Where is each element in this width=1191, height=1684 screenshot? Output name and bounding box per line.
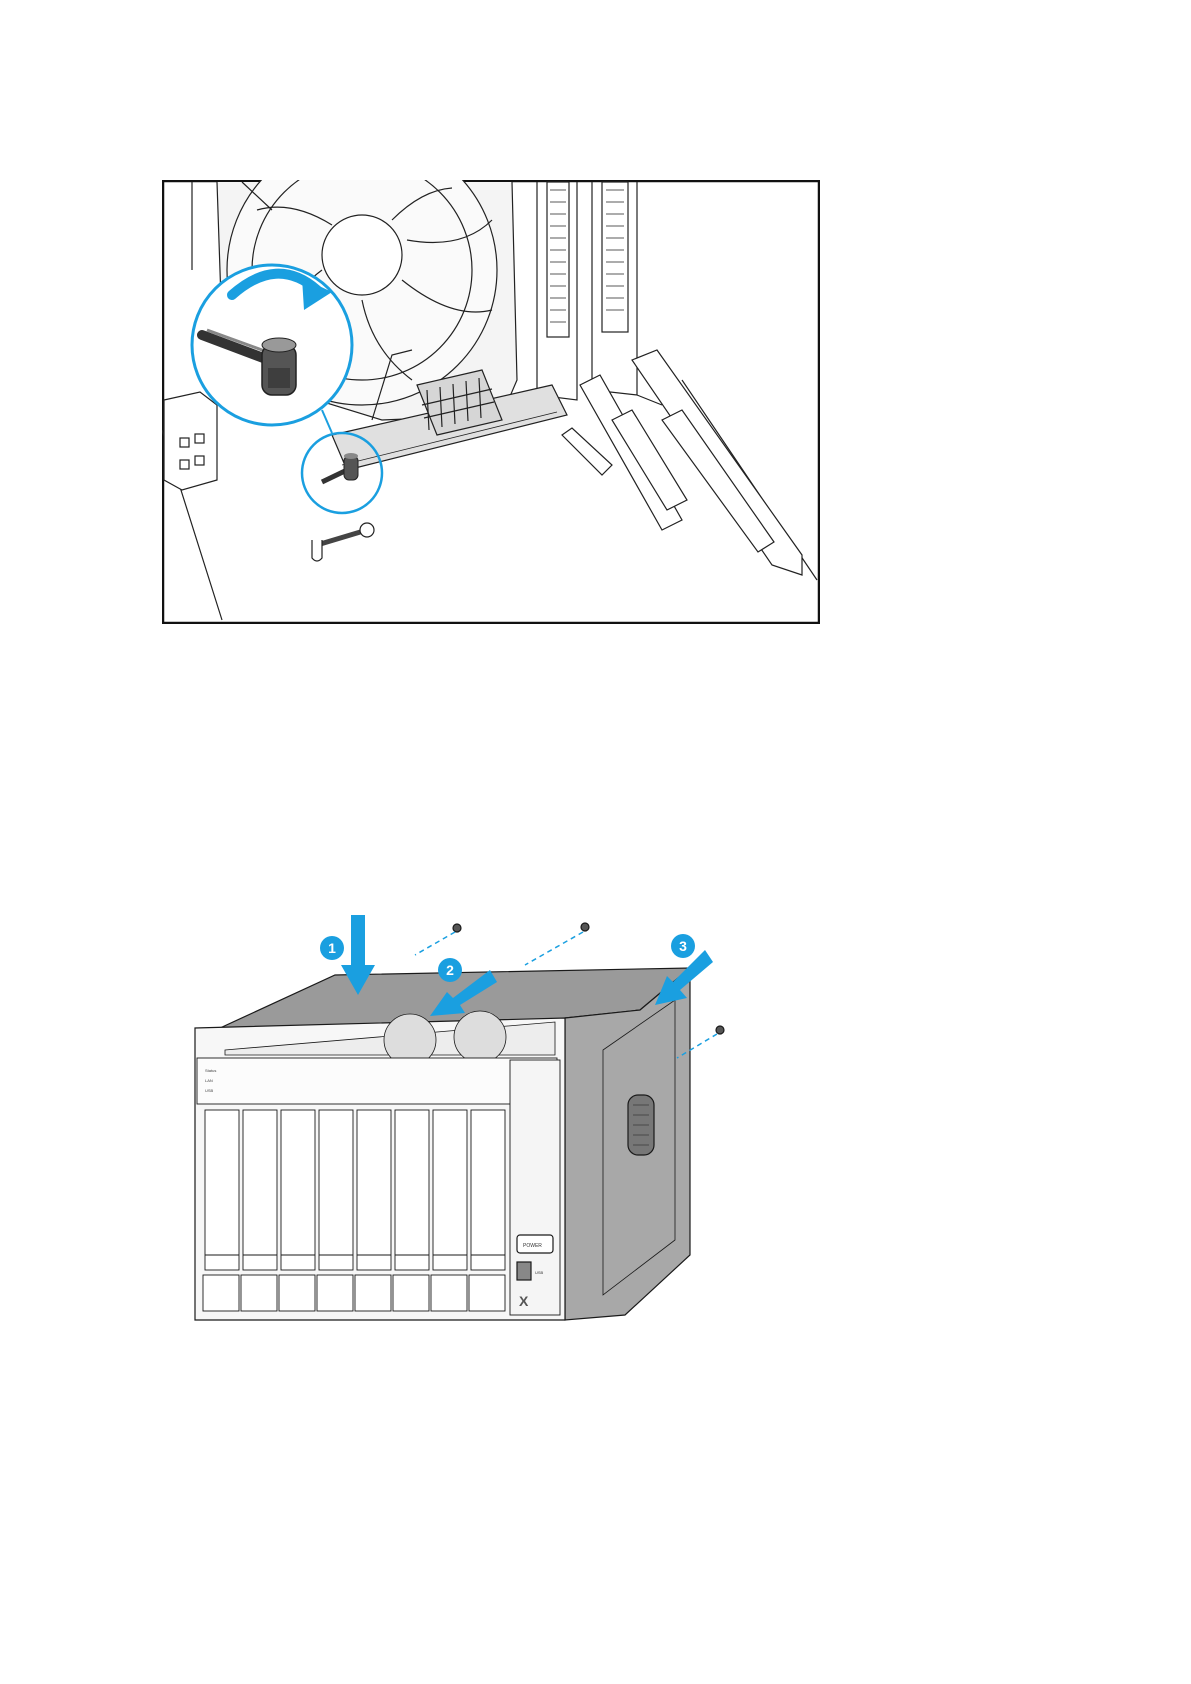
led-label-lan: LAN xyxy=(205,1078,213,1083)
step-2-number: 2 xyxy=(446,962,454,978)
side-panel xyxy=(565,968,690,1320)
usb-port xyxy=(517,1262,531,1280)
case-cover-illustration: 1 2 3 Status LAN USB POWER USB X xyxy=(185,910,775,1340)
brand-mark: X xyxy=(519,1293,529,1309)
step-1-number: 1 xyxy=(328,940,336,956)
led-label-usb: USB xyxy=(205,1088,214,1093)
step-3-number: 3 xyxy=(679,938,687,954)
step-badge-3: 3 xyxy=(671,934,695,958)
power-label: POWER xyxy=(523,1243,542,1249)
rear-io-ports xyxy=(164,392,217,490)
m2-latch-figure xyxy=(162,180,820,624)
latch-zoom-circle xyxy=(192,265,352,425)
step-badge-2: 2 xyxy=(438,958,462,982)
led-label-status: Status xyxy=(205,1068,216,1073)
case-cover-figure: 1 2 3 Status LAN USB POWER USB X xyxy=(185,910,775,1340)
m2-latch-illustration xyxy=(162,180,820,624)
usb-label: USB xyxy=(535,1270,544,1275)
step-badge-1: 1 xyxy=(320,936,344,960)
